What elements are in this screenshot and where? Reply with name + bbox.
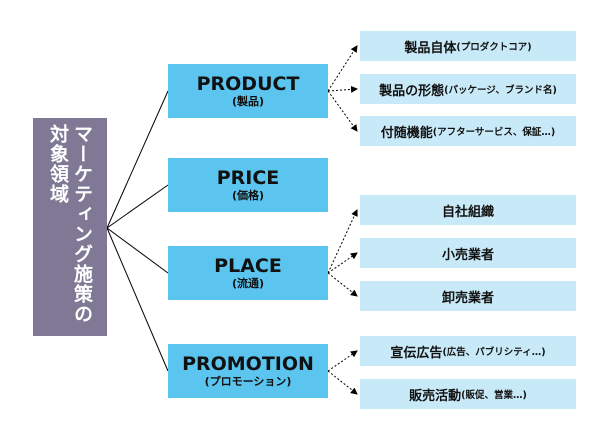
arrow-product-2 <box>327 85 358 93</box>
node-place: PLACE (流通) <box>168 246 328 300</box>
connector-root-promotion <box>106 227 169 372</box>
arrow-promotion-2 <box>327 370 358 395</box>
leaf-promotion-ads: 宣伝広告(広告、パブリシティ…) <box>360 336 576 366</box>
root-node: マーケティング施策の対象領域 <box>33 118 107 336</box>
leaf-main: 付随機能 <box>380 125 433 141</box>
arrow-place-1 <box>327 209 358 274</box>
leaf-note: (広告、パブリシティ…) <box>442 347 546 358</box>
leaf-main: 卸売業者 <box>441 290 494 306</box>
leaf-main: 小売業者 <box>441 247 494 263</box>
node-price-title: PRICE <box>216 167 280 189</box>
leaf-note: (プロダクトコア) <box>456 42 532 53</box>
node-promotion-title: PROMOTION <box>182 353 314 375</box>
leaf-promotion-sales: 販売活動(販促、営業…) <box>360 379 576 409</box>
arrow-place-2 <box>327 252 358 274</box>
node-price: PRICE (価格) <box>168 158 328 212</box>
node-promotion-subtitle: (プロモーション) <box>204 375 292 388</box>
leaf-product-core: 製品自体(プロダクトコア) <box>360 31 576 61</box>
leaf-product-form: 製品の形態(パッケージ、ブランド名) <box>360 74 576 104</box>
leaf-main: 自社組織 <box>441 204 494 220</box>
root-label: マーケティング施策の対象領域 <box>47 124 93 324</box>
arrow-promotion-1 <box>327 350 358 372</box>
arrow-product-3 <box>327 90 358 132</box>
leaf-place-wholesale: 卸売業者 <box>360 281 576 311</box>
leaf-main: 製品自体 <box>404 40 457 56</box>
leaf-product-extras: 付随機能(アフターサービス、保証…) <box>360 116 576 146</box>
arrow-product-1 <box>327 45 358 92</box>
leaf-note: (販促、営業…) <box>461 390 527 401</box>
node-product: PRODUCT (製品) <box>168 64 328 118</box>
leaf-main: 宣伝広告 <box>390 345 443 361</box>
leaf-main: 製品の形態 <box>379 83 445 99</box>
node-place-title: PLACE <box>214 255 282 277</box>
connector-root-place <box>106 227 169 274</box>
node-product-title: PRODUCT <box>196 73 300 95</box>
node-price-subtitle: (価格) <box>231 189 265 202</box>
node-product-subtitle: (製品) <box>231 95 265 108</box>
connector-root-price <box>106 184 169 229</box>
leaf-place-own: 自社組織 <box>360 195 576 225</box>
connector-root-product <box>106 90 169 229</box>
node-promotion: PROMOTION (プロモーション) <box>168 344 328 398</box>
leaf-note: (パッケージ、ブランド名) <box>444 85 557 96</box>
node-place-subtitle: (流通) <box>231 277 265 290</box>
leaf-main: 販売活動 <box>409 388 462 404</box>
leaf-place-retail: 小売業者 <box>360 238 576 268</box>
arrow-place-3 <box>327 272 358 297</box>
leaf-note: (アフターサービス、保証…) <box>432 127 556 138</box>
